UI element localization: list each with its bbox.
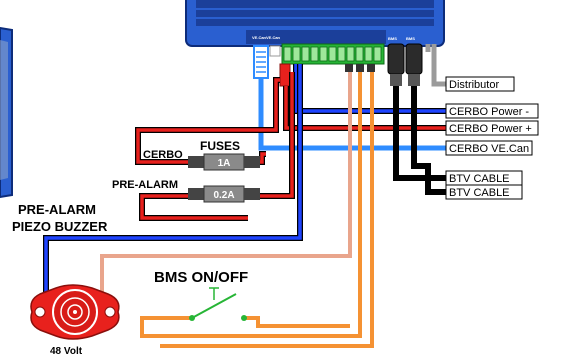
bms-connectors [387,43,423,86]
port-label-vecan-1: VE.Can [252,35,267,40]
vecan-cable [258,78,446,151]
label-cerbo-power-plus: CERBO Power + [449,123,532,135]
label-btv-cable-1: BTV CABLE [449,173,510,185]
switch-label: BMS ON/OFF [154,269,248,286]
switch-orange-wire-1 [140,72,362,338]
label-box-distributor: Distributor [445,76,515,92]
label-box-cerbo-power-minus: CERBO Power - [445,103,539,119]
bms-switch [189,287,247,321]
buzzer-title-line2: PIEZO BUZZER [12,219,108,234]
connection-labels: Distributor CERBO Power - CERBO Power + … [445,76,539,200]
fuse-cerbo: 1A [188,153,260,171]
label-box-btv-cable-1: BTV CABLE [445,170,523,186]
fuse-cerbo-label: CERBO [143,149,183,161]
buzzer-mount-hole-left [34,306,46,318]
fuse-prealarm-label: PRE-ALARM [112,179,178,191]
fuse-prealarm-rating: 0.2A [213,190,234,201]
piezo-buzzer [30,284,120,340]
port-label-vecan-2: VE.Can [266,35,281,40]
label-box-cerbo-power-plus: CERBO Power + [445,120,539,136]
switch-orange-wire-2 [160,72,374,348]
label-btv-cable-2: BTV CABLE [449,187,510,199]
label-cerbo-vecan: CERBO VE.Can [449,143,529,155]
buzzer-blue-wire [44,64,302,300]
buzzer-mount-hole-right [104,306,116,318]
red-plug [279,63,291,87]
buzzer-title-line1: PRE-ALARM [18,202,96,217]
port-label-bms-1: BMS [388,36,397,41]
label-box-btv-cable-2: BTV CABLE [445,184,523,200]
prealarm-loop [140,194,248,220]
cerbo-power-plus-outline [283,86,446,131]
label-box-cerbo-vecan: CERBO VE.Can [445,140,533,156]
device-cooling-fins [196,0,434,26]
vecan-plug [253,45,281,79]
label-cerbo-power-minus: CERBO Power - [449,106,529,118]
bms-device: VE.Can VE.Can BMS BMS [185,0,445,47]
left-device-edge [0,26,13,199]
cerbo-fuse-wire [136,78,280,164]
buzzer-pink-wire [100,72,352,300]
prealarm-fuse-wire [248,72,294,198]
fuse-cerbo-rating: 1A [218,158,231,169]
cerbo-power-plus-wire [284,86,446,130]
buzzer-voltage: 48 Volt [50,346,83,357]
fuses-heading: FUSES [200,139,240,153]
fuse-prealarm: 0.2A [188,185,260,203]
btv-cable-2 [411,86,446,195]
port-label-bms-2: BMS [406,36,415,41]
label-distributor: Distributor [449,79,499,91]
distributor-cable [425,44,446,87]
terminal-block [281,43,385,72]
